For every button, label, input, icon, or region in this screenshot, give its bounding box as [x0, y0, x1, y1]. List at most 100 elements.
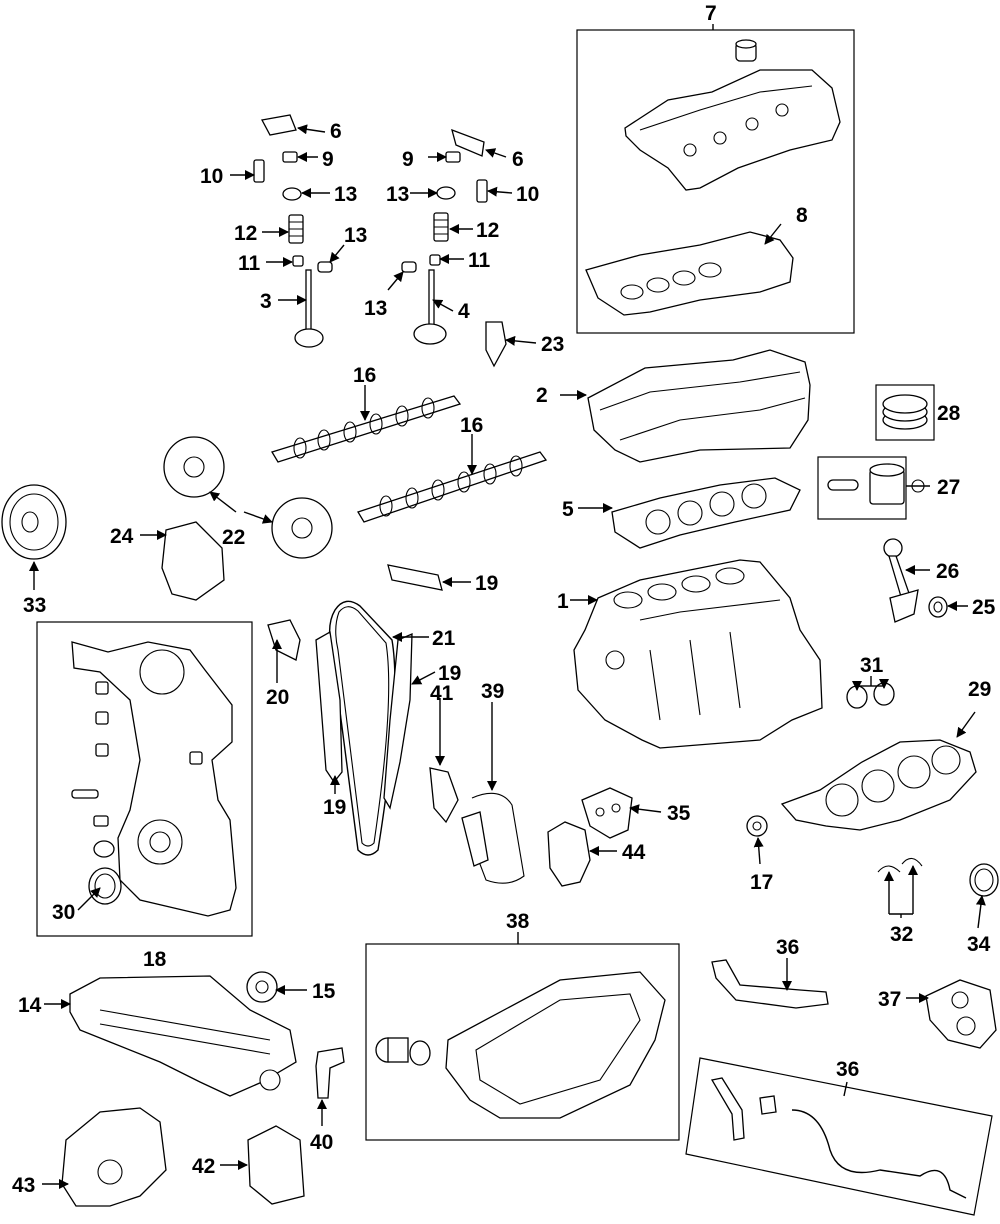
chain-guide-top — [387, 564, 443, 591]
callout-19-bottom: 19 — [323, 796, 346, 819]
callout-31: 31 — [860, 654, 884, 677]
valve-spring-right — [433, 212, 449, 242]
dowel-pins — [71, 681, 203, 827]
timing-cover-group-box — [36, 621, 253, 937]
callout-numbers: 7 8 6 9 10 13 12 13 11 3 9 6 13 10 12 11… — [12, 2, 996, 1197]
callout-19-right: 19 — [438, 662, 461, 685]
crank-pulley — [1, 484, 67, 560]
callout-12-left: 12 — [234, 222, 257, 245]
drain-plug-parts — [375, 1037, 431, 1066]
callout-23: 23 — [541, 333, 564, 356]
callout-10-left: 10 — [200, 165, 223, 188]
valve-spring-left — [288, 214, 304, 244]
coolant-tube-set — [710, 1077, 967, 1199]
callout-22: 22 — [222, 526, 245, 549]
exhaust-camshaft — [357, 451, 548, 523]
callout-6-left: 6 — [330, 120, 342, 143]
callout-11-left: 11 — [238, 252, 261, 275]
callout-11-right: 11 — [468, 249, 491, 272]
callout-16-lower: 16 — [460, 414, 483, 437]
chain-guide-right — [383, 633, 413, 810]
oil-strainer — [247, 1125, 305, 1205]
callout-9-right: 9 — [402, 148, 414, 171]
callout-43: 43 — [12, 1174, 35, 1197]
oil-tube-group-box — [685, 1057, 993, 1216]
callout-26: 26 — [936, 560, 959, 583]
timing-cover — [71, 641, 237, 917]
keeper-right — [401, 261, 417, 273]
crankshaft — [780, 739, 977, 831]
spring-seat-left-a — [282, 187, 302, 201]
main-bearings — [846, 682, 895, 709]
cam-position-sensor — [267, 619, 301, 661]
callout-29: 29 — [968, 678, 991, 701]
callout-36-lower: 36 — [836, 1058, 859, 1081]
vacuum-pump — [161, 521, 225, 601]
valve-cover — [624, 39, 841, 191]
vvt-sprocket-upper — [163, 436, 225, 498]
exhaust-valve — [413, 269, 447, 345]
oil-pressure-switch — [315, 1047, 345, 1099]
callout-41: 41 — [430, 682, 454, 705]
callout-35: 35 — [667, 802, 691, 825]
rocker-arm-right — [451, 128, 485, 157]
oil-pump-gear — [246, 971, 278, 1003]
oil-pan — [445, 971, 666, 1119]
vvt-sprocket-lower — [271, 497, 333, 559]
callout-13-left-a: 13 — [334, 183, 357, 206]
piston-ring-box — [875, 384, 935, 441]
valve-cover-group-box — [576, 29, 855, 334]
callout-14: 14 — [18, 994, 42, 1017]
rear-seal — [969, 863, 999, 897]
piston-rings — [882, 394, 928, 430]
head-gasket — [611, 477, 801, 549]
oil-pump-chain-guide — [461, 792, 525, 884]
callout-5: 5 — [562, 498, 574, 521]
oil-pump — [61, 1107, 167, 1207]
callout-8: 8 — [796, 204, 808, 227]
thrust-washers — [877, 857, 923, 873]
rocker-arm-left — [261, 114, 297, 136]
callout-16-upper: 16 — [353, 364, 376, 387]
crank-sprocket — [746, 815, 768, 837]
balance-shaft-assembly — [69, 975, 297, 1097]
valve-cover-gasket — [585, 231, 794, 316]
callout-18: 18 — [143, 948, 167, 971]
piston — [827, 463, 925, 505]
callout-38: 38 — [506, 910, 530, 933]
callout-3: 3 — [260, 290, 272, 313]
mount-bracket — [581, 787, 633, 839]
callout-7: 7 — [705, 2, 717, 25]
callout-33: 33 — [23, 594, 46, 617]
callout-4: 4 — [458, 300, 470, 323]
keeper-left — [317, 261, 333, 273]
callout-28: 28 — [937, 402, 961, 425]
callout-6-right: 6 — [512, 148, 524, 171]
callout-1: 1 — [557, 590, 569, 613]
callout-39: 39 — [481, 680, 504, 703]
rod-bearing — [928, 596, 948, 618]
piston-box — [817, 456, 907, 520]
callout-13-right: 13 — [386, 183, 409, 206]
oil-pan-group-box — [365, 943, 680, 1141]
callout-15: 15 — [312, 980, 336, 1003]
oil-cooler — [925, 979, 997, 1049]
callout-13-right-b: 13 — [364, 297, 387, 320]
intake-valve — [294, 269, 324, 348]
chain-guide-small — [429, 767, 459, 824]
callout-37: 37 — [878, 988, 901, 1011]
callout-12-right: 12 — [476, 219, 499, 242]
connecting-rod — [883, 538, 919, 623]
chain-tensioner — [547, 821, 591, 887]
callout-40: 40 — [310, 1131, 333, 1154]
callout-32: 32 — [890, 923, 913, 946]
lash-adjuster-right — [476, 179, 488, 203]
lash-adjuster-left — [253, 159, 265, 183]
valve-cap-left — [282, 151, 298, 163]
intake-camshaft — [271, 395, 462, 463]
callout-42: 42 — [192, 1155, 215, 1178]
oil-control-valve — [485, 321, 507, 368]
callout-10-right: 10 — [516, 183, 539, 206]
valve-cap-right — [445, 151, 461, 163]
